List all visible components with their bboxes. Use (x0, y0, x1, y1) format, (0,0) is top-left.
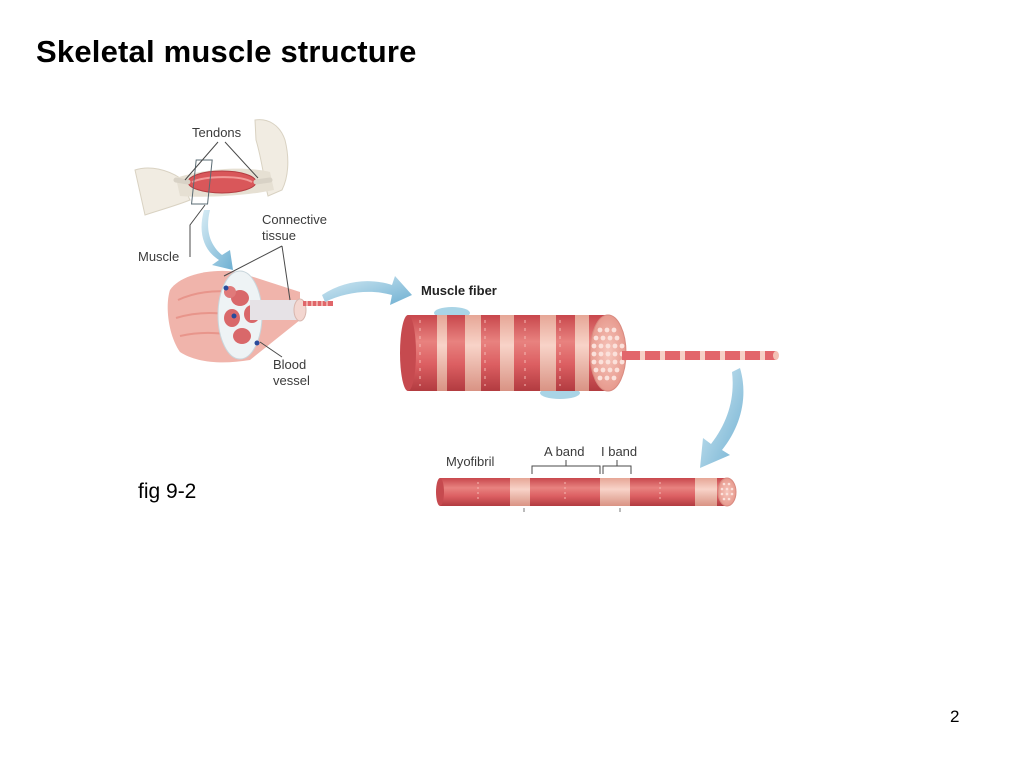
muscle-bundle-illustration (167, 270, 333, 363)
label-myofibril: Myofibril (446, 454, 495, 469)
label-connective-tissue-1: Connective (262, 212, 327, 227)
label-blood-vessel-2: vessel (273, 373, 310, 388)
blood-vessel-leader-line (259, 341, 283, 358)
label-muscle-fiber: Muscle fiber (421, 283, 497, 298)
arm-illustration (134, 119, 289, 216)
label-i-band: I band (601, 444, 637, 459)
myofibril-illustration (436, 477, 737, 512)
label-tendons: Tendons (192, 125, 242, 140)
arrow-bundle-to-fiber (322, 276, 412, 305)
tendons-leader-lines (184, 141, 259, 181)
label-muscle: Muscle (138, 249, 179, 264)
i-band-bracket (602, 460, 632, 474)
muscle-fiber-illustration (400, 307, 779, 399)
arrow-fiber-to-myofibril (700, 368, 744, 468)
label-connective-tissue-2: tissue (262, 228, 296, 243)
slide-title: Skeletal muscle structure (36, 34, 417, 69)
a-band-bracket (531, 460, 601, 474)
connective-leader-lines (223, 245, 291, 301)
label-a-band: A band (544, 444, 585, 459)
label-blood-vessel-1: Blood (273, 357, 306, 372)
muscle-leader-line (189, 204, 206, 257)
page-number: 2 (950, 707, 960, 726)
figure-caption: fig 9-2 (138, 480, 197, 503)
arrow-arm-to-bundle (201, 210, 233, 270)
